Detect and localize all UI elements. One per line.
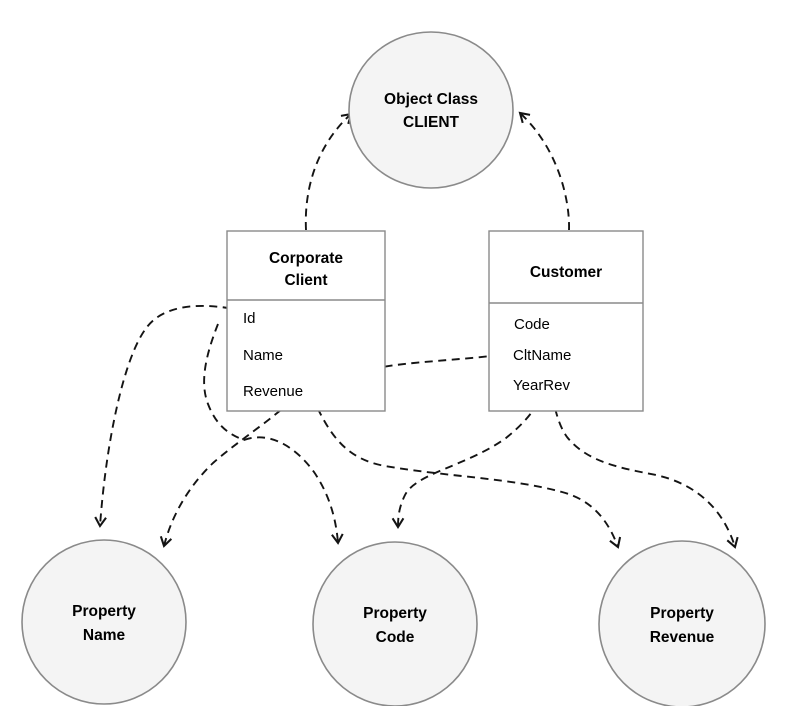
corporate-client-title-line2: Client [284, 272, 327, 289]
attribute-revenue: Revenue [243, 383, 303, 400]
attribute-cltname: CltName [513, 347, 571, 364]
customer-box [488, 230, 644, 412]
edge-corporate-client-to-client [304, 112, 353, 231]
corporate-client-box [226, 230, 386, 412]
edge-customer-to-client [518, 111, 570, 231]
property-name-circle [21, 539, 187, 705]
property-revenue-circle [598, 540, 766, 706]
table-corporate-client: Corporate Client Id Name Revenue [226, 230, 386, 412]
corporate-client-title-line1: Corporate [269, 250, 343, 267]
node-property-code: Property Code [312, 541, 478, 706]
property-name-label-line2: Name [83, 627, 126, 644]
property-revenue-label-line2: Revenue [650, 629, 715, 646]
table-customer: Customer Code CltName YearRev [488, 230, 644, 412]
attribute-name: Name [243, 347, 283, 364]
attribute-code: Code [514, 316, 550, 333]
customer-title: Customer [530, 264, 602, 281]
property-revenue-label-line1: Property [650, 605, 714, 622]
node-property-name: Property Name [21, 539, 187, 705]
edge-revenue-to-property-revenue [311, 395, 622, 549]
edge-yearrev-to-property-revenue [550, 395, 739, 549]
property-code-circle [312, 541, 478, 706]
attribute-id: Id [243, 310, 256, 327]
property-code-label-line1: Property [363, 605, 427, 622]
object-class-client-circle [348, 31, 514, 189]
edge-id-to-property-code [203, 323, 344, 545]
node-property-revenue: Property Revenue [598, 540, 766, 706]
property-code-label-line2: Code [376, 629, 415, 646]
node-object-class-client: Object Class CLIENT [348, 31, 514, 189]
property-name-label-line1: Property [72, 603, 136, 620]
object-class-label-line1: Object Class [384, 91, 478, 108]
attribute-yearrev: YearRev [513, 377, 570, 394]
edge-cltname-to-property-name [159, 354, 501, 548]
object-class-label-line2: CLIENT [403, 114, 460, 131]
